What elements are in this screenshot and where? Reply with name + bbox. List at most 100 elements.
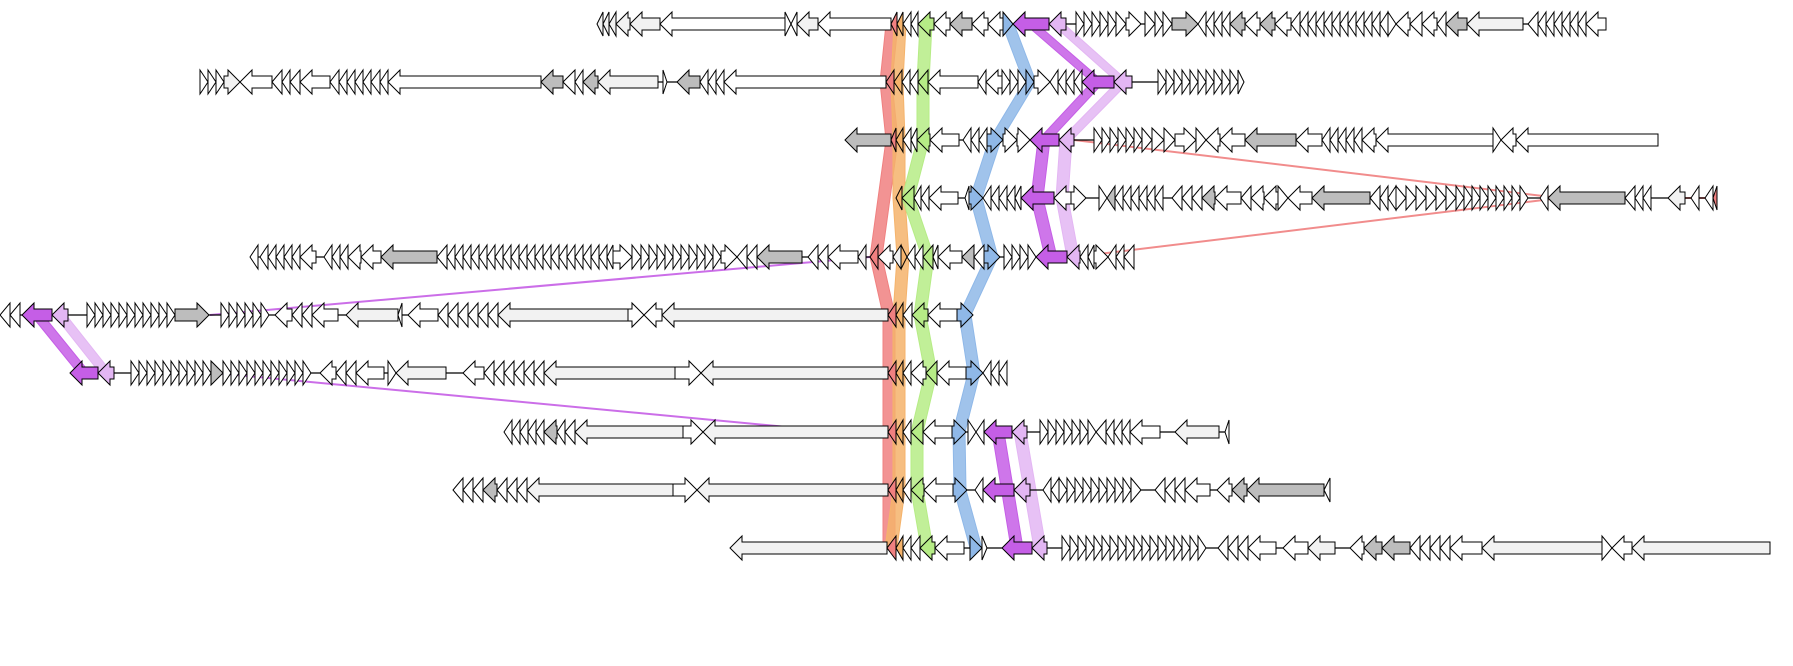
gene-arrow xyxy=(1013,476,1031,504)
gene-arrow xyxy=(1047,418,1057,446)
gene-arrow xyxy=(896,11,904,37)
gene-arrow xyxy=(968,184,984,212)
gene-arrow xyxy=(228,301,238,329)
gene-arrow xyxy=(503,418,513,446)
gene-arrow xyxy=(1154,10,1164,38)
gene-arrow xyxy=(1353,126,1363,154)
gene-arrow xyxy=(1624,184,1636,212)
gene-arrow xyxy=(857,243,867,271)
gene-arrow xyxy=(885,68,895,96)
gene-arrow xyxy=(1361,126,1377,154)
gene-arrow xyxy=(134,301,144,329)
gene-arrow xyxy=(1057,68,1067,96)
gene-arrow xyxy=(477,301,489,329)
gene-arrow xyxy=(910,359,927,387)
gene-arrow xyxy=(990,359,1000,387)
gene-arrow xyxy=(370,68,381,96)
gene-arrow xyxy=(289,68,301,96)
gene-arrow xyxy=(146,359,156,387)
gene-arrow xyxy=(1163,126,1176,154)
gene-arrow xyxy=(1511,184,1521,212)
gene-arrow xyxy=(927,68,979,96)
gene-arrow xyxy=(1492,126,1502,154)
gene-arrow xyxy=(1125,10,1142,38)
gene-arrow xyxy=(917,10,935,38)
gene-arrow xyxy=(1075,10,1085,38)
gene-arrow xyxy=(387,68,542,96)
gene-arrow xyxy=(407,301,439,329)
gene-arrow xyxy=(920,184,930,212)
gene-arrow xyxy=(906,243,916,271)
gene-arrow xyxy=(299,68,331,96)
gene-arrow xyxy=(194,359,204,387)
gene-arrow xyxy=(672,243,682,271)
gene-arrow xyxy=(1019,243,1029,271)
gene-arrow xyxy=(566,243,576,271)
gene-arrow xyxy=(1079,243,1089,271)
gene-arrow xyxy=(598,243,608,271)
gene-arrow xyxy=(1537,10,1547,38)
gene-arrow xyxy=(1146,184,1156,212)
gene-arrow xyxy=(346,68,356,96)
gene-arrow xyxy=(1181,68,1191,96)
gene-arrow xyxy=(1435,184,1447,212)
gene-arrow xyxy=(467,301,479,329)
gene-arrow xyxy=(1355,10,1365,38)
gene-arrow xyxy=(608,10,617,38)
gene-arrow xyxy=(582,68,599,96)
gene-arrow xyxy=(900,244,908,270)
gene-arrow xyxy=(827,243,859,271)
gene-arrow xyxy=(1287,184,1313,212)
gene-arrow xyxy=(452,476,464,504)
gene-arrow xyxy=(1144,10,1156,38)
gene-arrow xyxy=(927,301,958,329)
gene-arrow xyxy=(281,68,291,96)
gene-arrow xyxy=(629,10,661,38)
gene-arrow xyxy=(901,68,911,96)
gene-arrow xyxy=(1387,184,1397,212)
gene-arrow xyxy=(1033,68,1051,96)
gene-arrow xyxy=(982,476,1015,504)
gene-arrow xyxy=(1053,184,1072,212)
gene-arrow xyxy=(1224,419,1230,445)
gene-arrow xyxy=(1181,184,1193,212)
gene-arrow xyxy=(496,476,508,504)
gene-arrow xyxy=(902,534,912,562)
gene-arrow xyxy=(1171,184,1183,212)
gene-arrow xyxy=(895,126,904,154)
gene-arrow xyxy=(526,476,674,504)
gene-arrow xyxy=(1421,10,1438,38)
gene-arrow xyxy=(648,243,658,271)
gene-arrow xyxy=(910,534,921,562)
gene-arrow xyxy=(110,301,120,329)
gene-arrow xyxy=(664,243,674,271)
gene-arrow xyxy=(934,534,965,562)
gene-arrow xyxy=(199,68,209,96)
gene-arrow xyxy=(674,359,702,387)
gene-arrow xyxy=(1189,534,1199,562)
gene-arrow xyxy=(1409,534,1421,562)
gene-arrow xyxy=(1162,10,1173,38)
gene-arrow xyxy=(887,301,897,329)
gene-arrow xyxy=(952,476,968,504)
gene-arrow xyxy=(890,127,897,153)
gene-arrow xyxy=(807,243,819,271)
gene-arrow xyxy=(1217,534,1229,562)
gene-arrow xyxy=(543,359,676,387)
gene-arrow xyxy=(902,301,913,329)
gene-arrow xyxy=(922,243,934,271)
gene-arrow xyxy=(1085,534,1095,562)
gene-arrow xyxy=(606,244,614,270)
gene-arrow xyxy=(790,11,798,37)
gene-arrow xyxy=(902,126,912,154)
gene-arrow xyxy=(1216,476,1233,504)
gene-arrow xyxy=(1122,184,1132,212)
gene-arrow xyxy=(682,418,704,446)
gene-arrow xyxy=(597,68,659,96)
homology-link xyxy=(214,372,841,433)
homology-link xyxy=(209,256,871,316)
gene-arrow xyxy=(252,301,262,329)
gene-arrow xyxy=(1093,243,1109,271)
gene-arrow xyxy=(1337,126,1347,154)
cluster-4 xyxy=(895,184,1718,212)
